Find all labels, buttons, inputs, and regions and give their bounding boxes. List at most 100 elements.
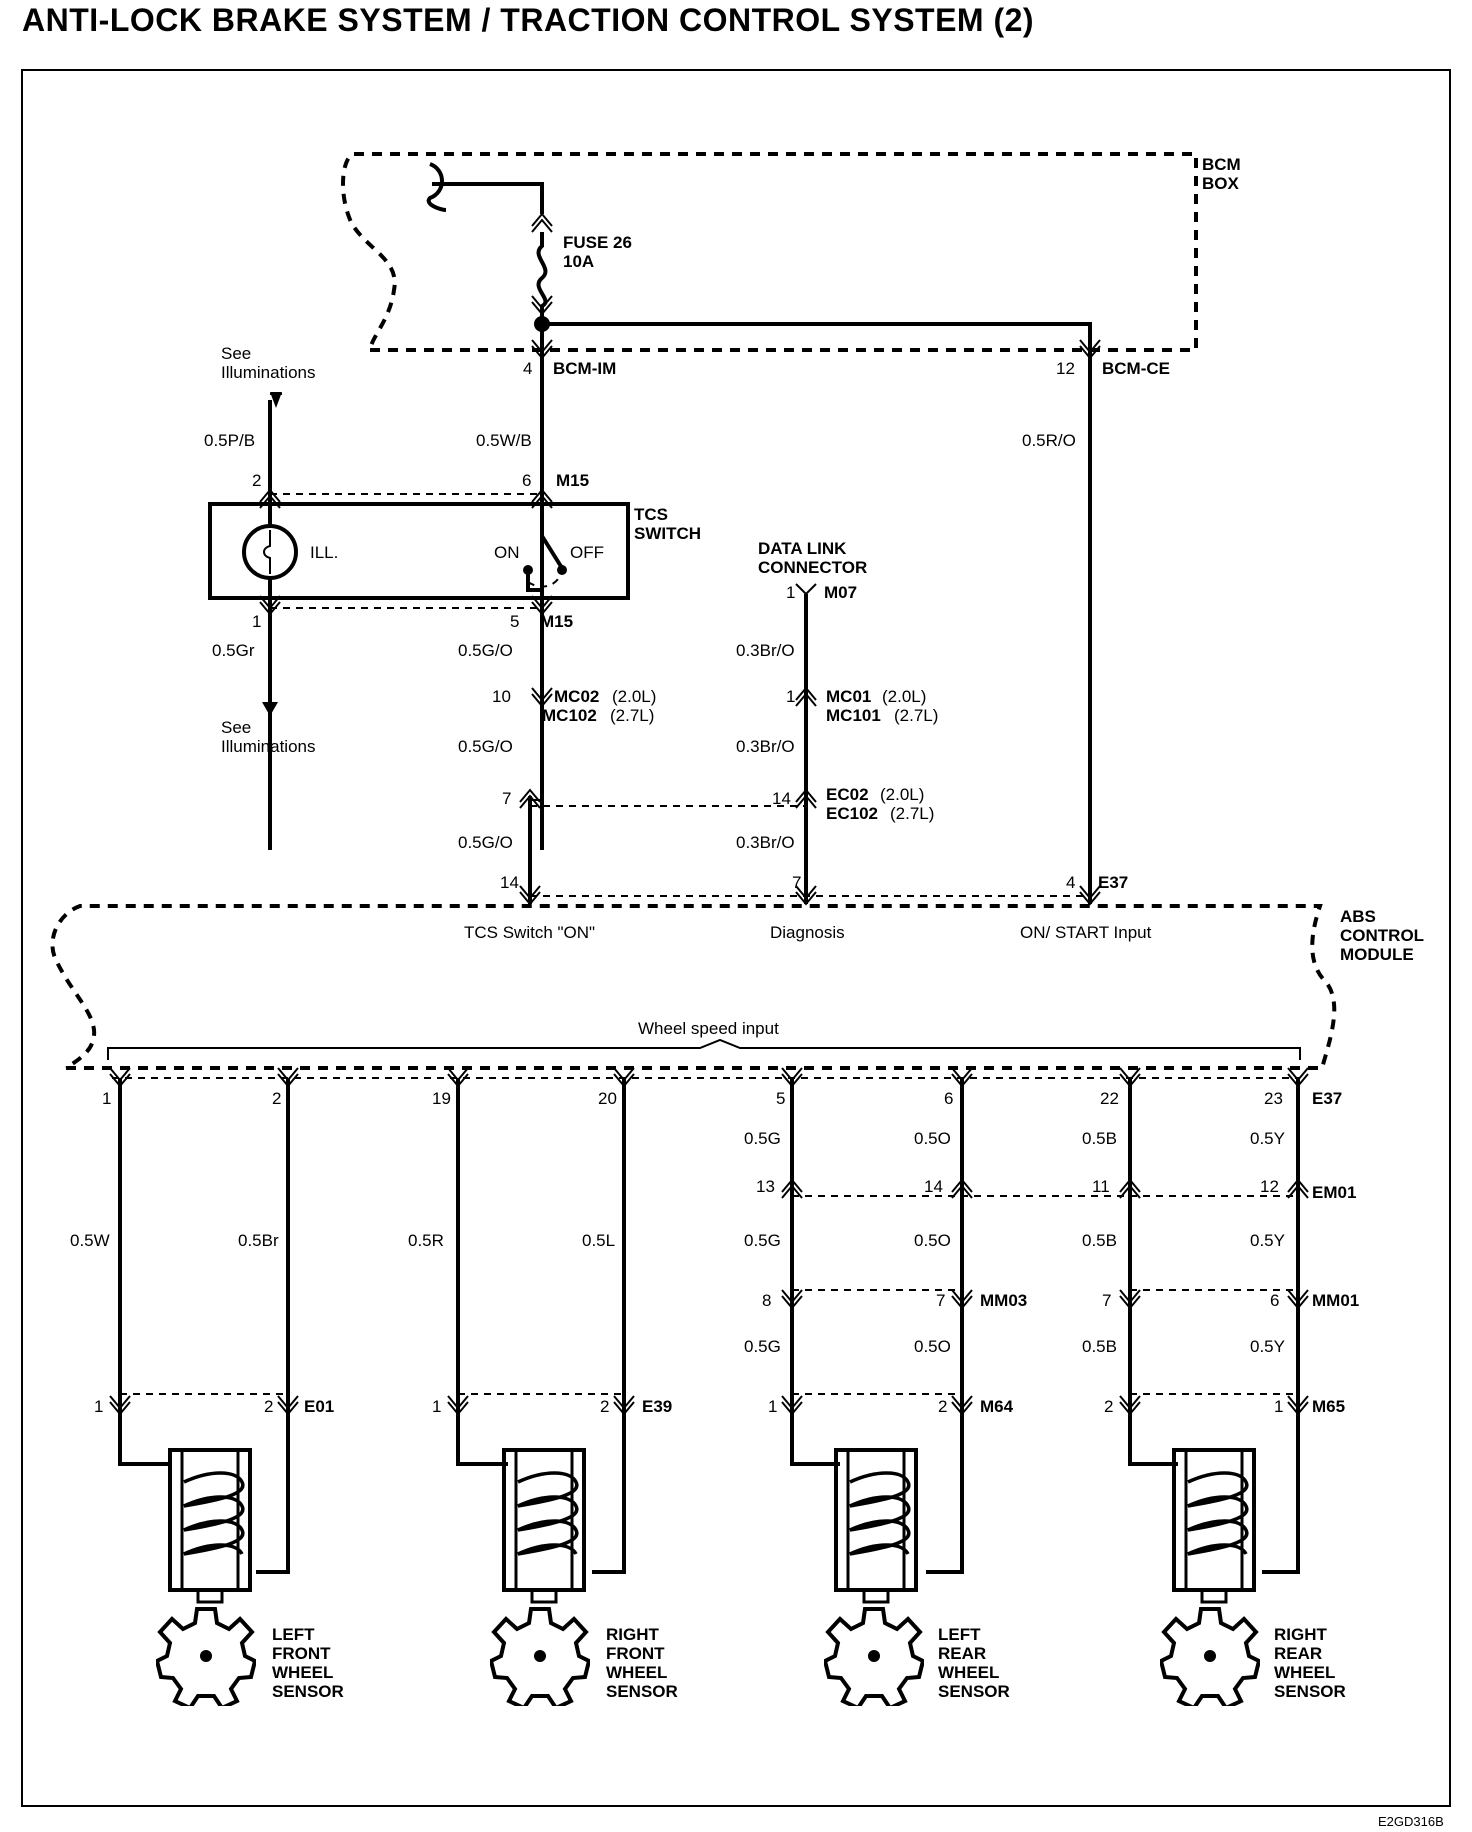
svg-text:(2.7L): (2.7L) [890,804,934,823]
data-link-connector: DATA LINK CONNECTOR 1 M07 [758,539,867,602]
svg-text:(2.0L): (2.0L) [880,785,924,804]
svg-text:0.5B: 0.5B [1082,1337,1117,1356]
svg-text:2: 2 [1104,1397,1113,1416]
svg-text:M15: M15 [556,471,589,490]
svg-text:2: 2 [600,1397,609,1416]
page-title: ANTI-LOCK BRAKE SYSTEM / TRACTION CONTRO… [22,2,1035,38]
svg-text:0.5G/O: 0.5G/O [458,833,513,852]
svg-text:7: 7 [502,789,511,808]
right-front-wheel-sensor: RIGHT FRONT WHEEL SENSOR [490,1448,678,1706]
wire-label-gr: 0.5Gr [212,641,255,660]
svg-text:0.5R: 0.5R [408,1231,444,1250]
wire-label-pb: 0.5P/B [204,431,255,450]
svg-text:0.5Y: 0.5Y [1250,1337,1285,1356]
sensor-coil-icon [834,1448,918,1604]
left-rear-wheel-sensor: LEFT REAR WHEEL SENSOR [824,1448,1010,1706]
svg-text:M15: M15 [540,612,573,631]
svg-text:(2.0L): (2.0L) [612,687,656,706]
mc-connector: 10 1 MC02(2.0L) MC102(2.7L) MC01(2.0L) M… [492,686,938,725]
bcm-box-label-1: BCM [1202,155,1241,174]
svg-text:1: 1 [102,1089,111,1108]
svg-text:FRONT: FRONT [272,1644,331,1663]
rear-wire-labels: 0.5G 0.5O 0.5B 0.5Y 0.5G 0.5O 0.5B 0.5Y … [744,1129,1285,1356]
svg-text:23: 23 [1264,1089,1283,1108]
svg-text:ON: ON [494,543,520,562]
svg-text:CONTROL: CONTROL [1340,926,1424,945]
svg-text:14: 14 [500,873,519,892]
svg-text:11: 11 [1092,1177,1110,1196]
sensor-coil-icon [1172,1448,1256,1604]
svg-text:M65: M65 [1312,1397,1345,1416]
svg-text:(2.0L): (2.0L) [882,687,926,706]
svg-text:4: 4 [1066,873,1075,892]
svg-text:SENSOR: SENSOR [606,1682,678,1701]
svg-text:19: 19 [432,1089,451,1108]
svg-text:0.5B: 0.5B [1082,1129,1117,1148]
svg-text:2: 2 [264,1397,273,1416]
fuse-label: FUSE 26 [563,233,632,252]
mm03-connector: 8 7 MM03 [762,1289,1027,1310]
svg-text:OFF: OFF [570,543,604,562]
svg-text:7: 7 [1102,1291,1111,1310]
svg-text:0.5G/O: 0.5G/O [458,641,513,660]
bcm-box-label-2: BOX [1202,174,1240,193]
svg-text:0.5O: 0.5O [914,1129,951,1148]
left-front-wheel-sensor: LEFT FRONT WHEEL SENSOR [156,1448,344,1706]
svg-text:1: 1 [786,583,795,602]
svg-text:0.3Br/O: 0.3Br/O [736,833,795,852]
illumination-lamp-icon [242,524,298,580]
tone-wheel-gear-icon [490,1607,590,1706]
svg-text:E37: E37 [1098,873,1128,892]
mm01-connector: 7 6 MM01 [1102,1289,1359,1310]
svg-text:REAR: REAR [1274,1644,1322,1663]
fuse-26: FUSE 26 10A [426,162,632,316]
svg-text:ABS: ABS [1340,907,1376,926]
svg-text:13: 13 [756,1177,775,1196]
svg-text:WHEEL: WHEEL [938,1663,999,1682]
svg-text:MM03: MM03 [980,1291,1027,1310]
svg-text:SENSOR: SENSOR [938,1682,1010,1701]
tone-wheel-gear-icon [1160,1607,1260,1706]
svg-text:SWITCH: SWITCH [634,524,701,543]
svg-text:E37: E37 [1312,1089,1342,1108]
svg-text:0.5Y: 0.5Y [1250,1129,1285,1148]
svg-text:7: 7 [936,1291,945,1310]
svg-text:0.5G: 0.5G [744,1129,781,1148]
ec-connector: 7 14 EC02(2.0L) EC102(2.7L) [502,785,934,823]
svg-text:LEFT: LEFT [938,1625,981,1644]
svg-text:2: 2 [938,1397,947,1416]
svg-text:(2.7L): (2.7L) [610,706,654,725]
see-illuminations-bottom: See [221,718,251,737]
svg-text:Diagnosis: Diagnosis [770,923,845,942]
svg-text:Wheel speed input: Wheel speed input [638,1019,779,1038]
e37-wheel-pins: 1 2 19 20 5 6 22 23 E37 [102,1089,1342,1108]
svg-text:14: 14 [924,1177,943,1196]
svg-text:E39: E39 [642,1397,672,1416]
svg-text:ON/ START Input: ON/ START Input [1020,923,1152,942]
svg-text:M07: M07 [824,583,857,602]
svg-text:ILL.: ILL. [310,543,338,562]
svg-text:0.3Br/O: 0.3Br/O [736,737,795,756]
tcs-switch: 2 6 M15 1 5 M15 ILL. ON OFF TCS SWITCH [208,471,701,631]
svg-text:SENSOR: SENSOR [272,1682,344,1701]
svg-text:0.3Br/O: 0.3Br/O [736,641,795,660]
wire-label-wb: 0.5W/B [476,431,532,450]
svg-text:WHEEL: WHEEL [272,1663,333,1682]
right-rear-wheel-sensor: RIGHT REAR WHEEL SENSOR [1160,1448,1346,1706]
svg-text:FRONT: FRONT [606,1644,665,1663]
bcm-im-connector: 4 BCM-IM [523,339,616,378]
svg-text:5: 5 [776,1089,785,1108]
image-code: E2GD316B [1378,1814,1444,1829]
fuse-rating: 10A [563,252,594,271]
svg-text:5: 5 [510,612,519,631]
svg-text:14: 14 [772,789,791,808]
svg-text:LEFT: LEFT [272,1625,315,1644]
svg-text:Illuminations: Illuminations [221,363,316,382]
svg-text:0.5Br: 0.5Br [238,1231,279,1250]
svg-text:8: 8 [762,1291,771,1310]
svg-text:MC02: MC02 [554,687,599,706]
svg-text:0.5B: 0.5B [1082,1231,1117,1250]
svg-text:BCM-IM: BCM-IM [553,359,616,378]
diagram-frame [21,69,1451,1807]
svg-text:0.5L: 0.5L [582,1231,615,1250]
